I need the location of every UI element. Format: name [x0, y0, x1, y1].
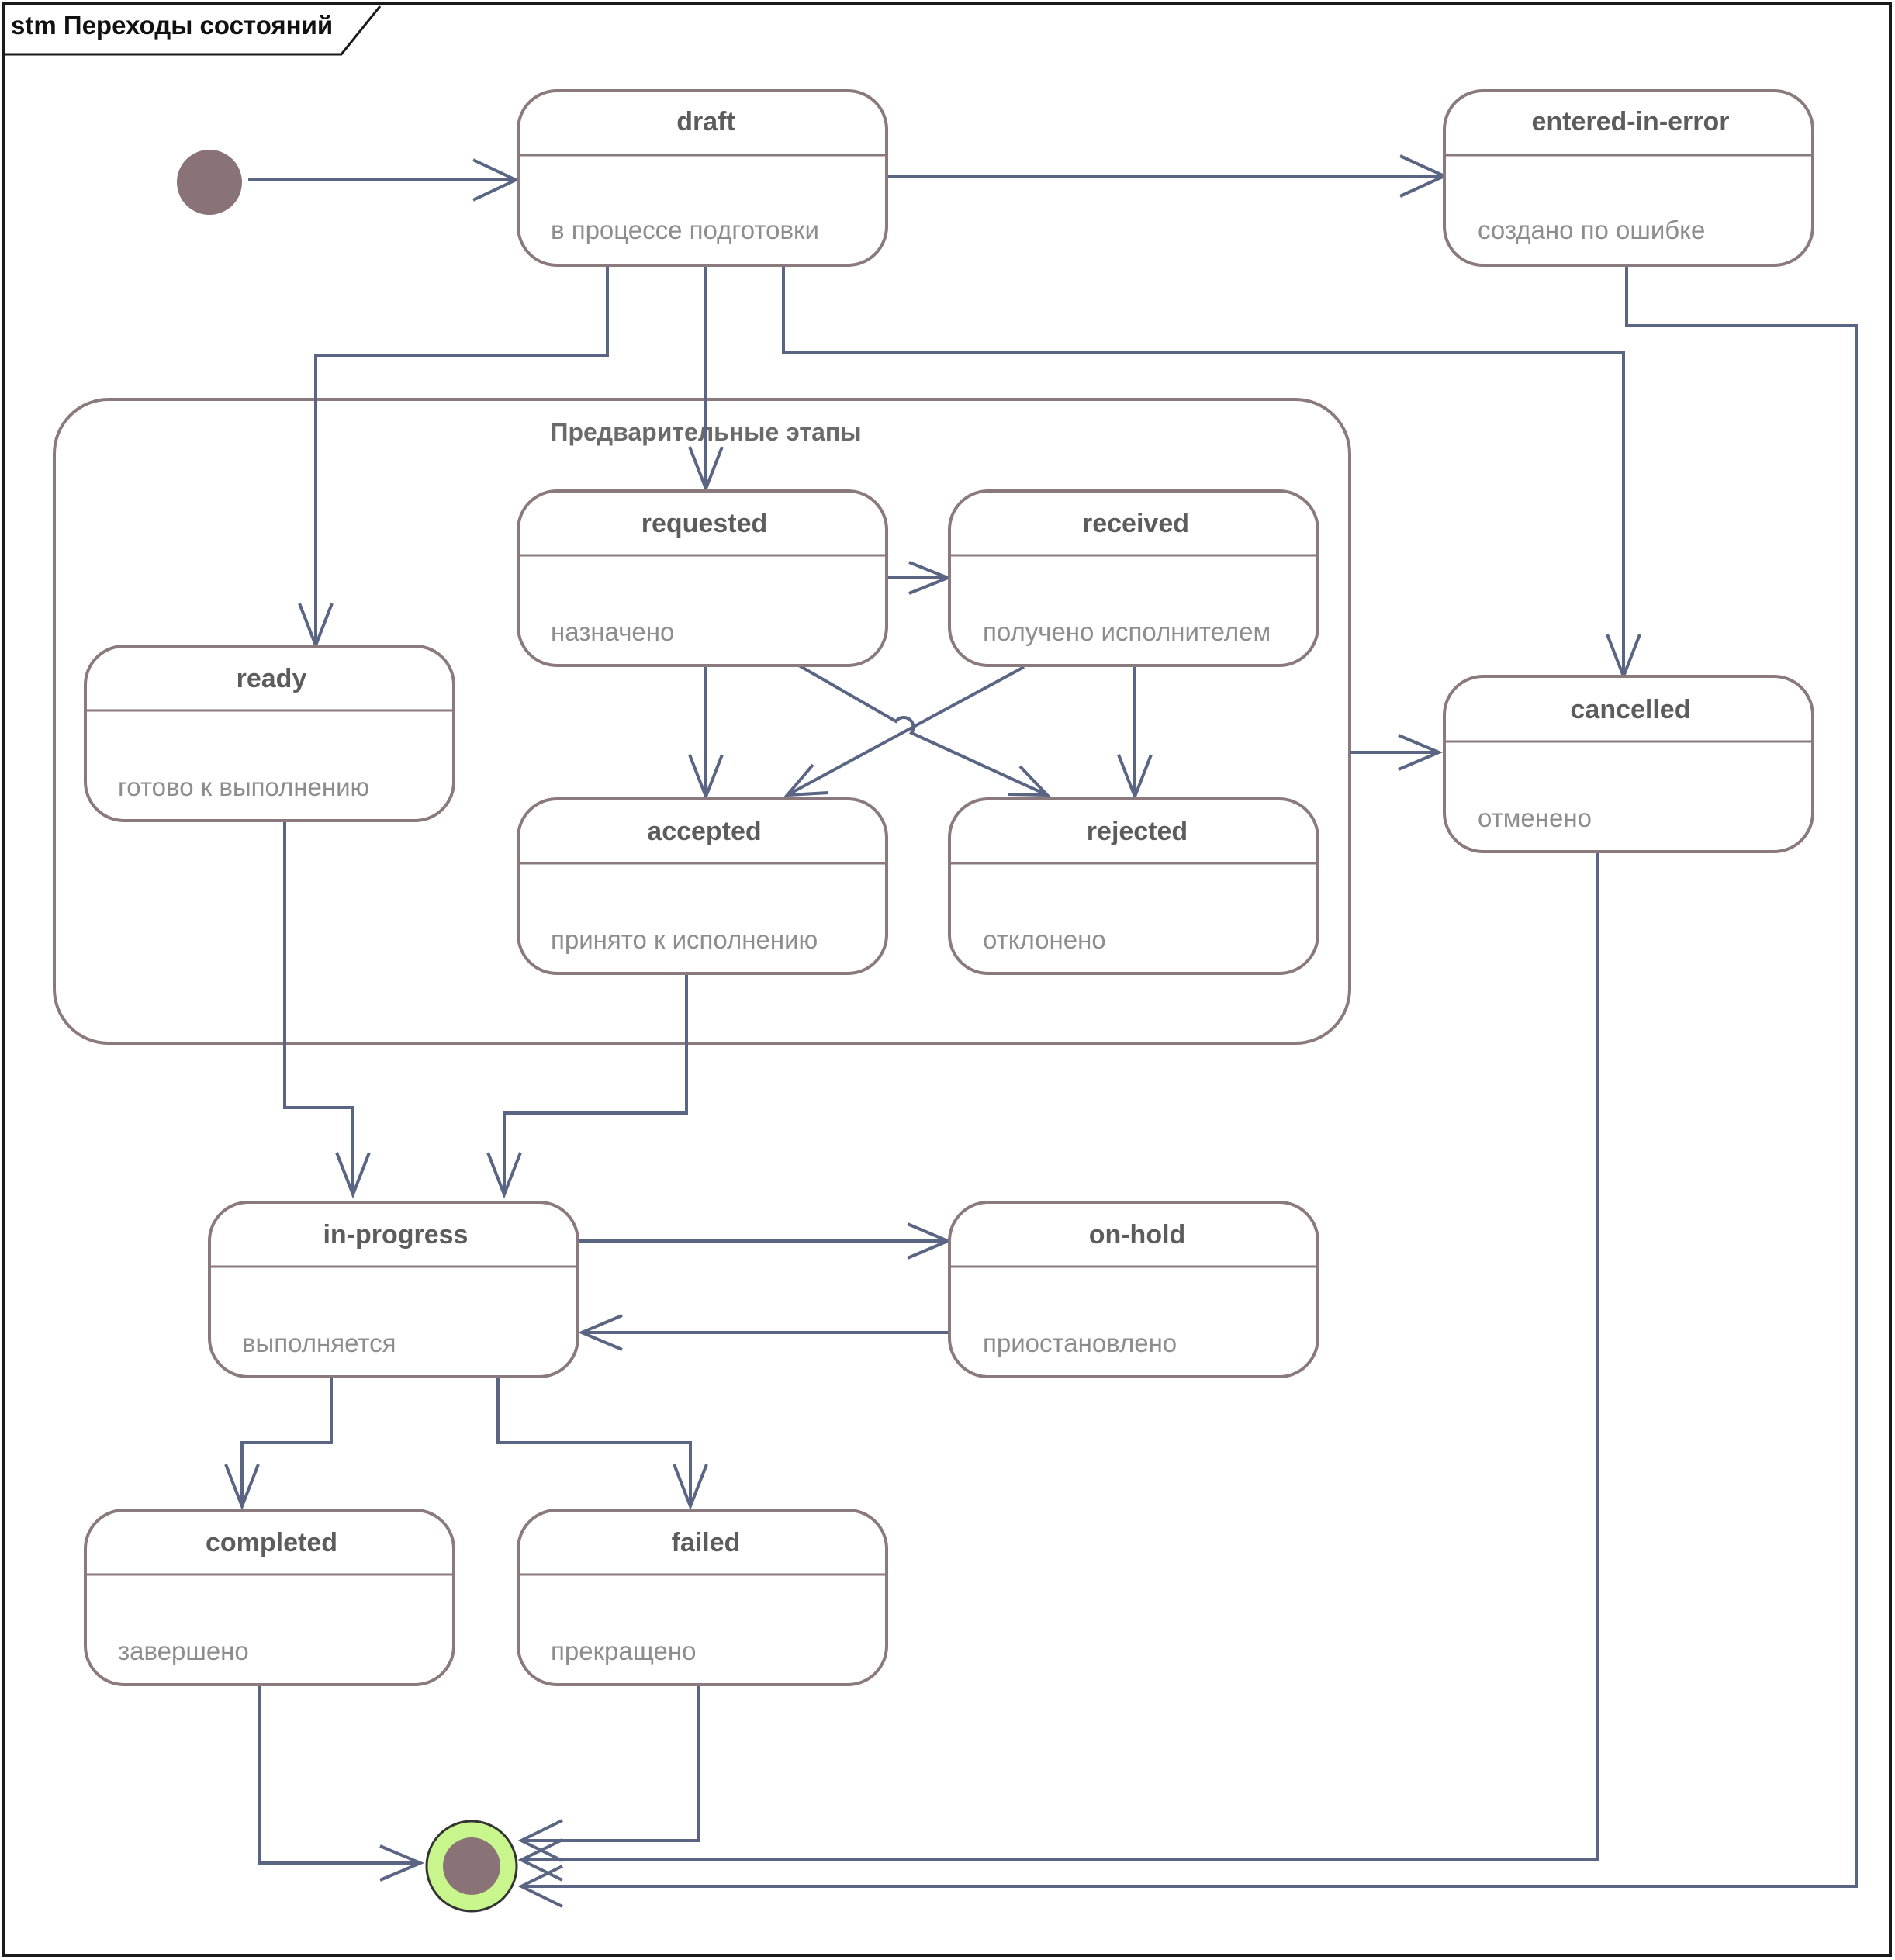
transition-cancelled-to-final: [521, 852, 1599, 1861]
state-entered-in-error[interactable]: entered-in-error создано по ошибке: [1443, 89, 1814, 267]
state-requested[interactable]: requested назначено: [517, 489, 888, 667]
state-box: [517, 797, 888, 975]
state-rejected[interactable]: rejected отклонено: [948, 797, 1319, 975]
transition-entered-in-error-to-final: [521, 265, 1858, 1888]
arrowhead: [688, 446, 724, 493]
state-name: received: [1082, 509, 1189, 538]
state-box: [517, 89, 888, 267]
state-completed[interactable]: completed завершено: [84, 1509, 455, 1686]
transition-completed-to-final: [258, 1685, 420, 1865]
transition-accepted-to-in-progress: [503, 973, 688, 1194]
state-name: in-progress: [323, 1220, 468, 1250]
transition-ready-to-in-progress: [283, 821, 354, 1194]
state-description: получено исполнителем: [983, 617, 1271, 646]
state-box: [517, 489, 888, 667]
state-name: cancelled: [1571, 695, 1691, 724]
state-box: [1443, 89, 1814, 267]
transition-in-progress-to-failed: [496, 1377, 692, 1506]
state-box: [1443, 675, 1814, 853]
arrowhead: [486, 1152, 522, 1199]
arrowhead: [577, 1314, 623, 1351]
state-name: entered-in-error: [1531, 107, 1729, 137]
state-ready[interactable]: ready готово к выполнению: [84, 645, 455, 822]
state-name: rejected: [1087, 817, 1188, 846]
state-box: [948, 1201, 1319, 1378]
region-preliminary-stages: [53, 398, 1351, 1045]
state-draft[interactable]: draft в процессе подготовки: [517, 89, 888, 267]
state-description: в процессе подготовки: [551, 216, 819, 244]
arrowhead: [688, 754, 724, 801]
state-description: завершено: [118, 1637, 249, 1665]
state-description: отклонено: [983, 925, 1106, 954]
state-accepted[interactable]: accepted принято к исполнению: [517, 797, 888, 975]
arrowhead: [472, 158, 520, 202]
transition-requested-to-rejected: [798, 664, 1048, 797]
state-name: completed: [206, 1528, 337, 1557]
state-description: принято к исполнению: [551, 925, 818, 954]
state-description: отменено: [1478, 804, 1592, 832]
state-received[interactable]: received получено исполнителем: [948, 489, 1319, 667]
state-box: [84, 645, 455, 822]
arrowhead: [783, 763, 829, 797]
transition-failed-to-final: [521, 1685, 700, 1842]
arrowhead: [517, 1819, 563, 1862]
transition-draft-to-ready: [314, 265, 609, 645]
transition-in-progress-to-completed: [240, 1377, 333, 1506]
state-box: [948, 797, 1319, 975]
state-name: ready: [237, 664, 307, 693]
arrowhead: [673, 1464, 708, 1511]
state-name: requested: [641, 509, 768, 538]
transitions: [240, 175, 1858, 1888]
state-description: назначено: [551, 617, 674, 646]
arrowhead: [1398, 734, 1444, 771]
state-description: приостановлено: [983, 1329, 1177, 1357]
state-on-hold[interactable]: on-hold приостановлено: [948, 1201, 1319, 1378]
arrowhead: [1117, 754, 1153, 801]
arrowhead: [224, 1464, 260, 1511]
state-box: [948, 489, 1319, 667]
state-box: [84, 1509, 455, 1686]
state-cancelled[interactable]: cancelled отменено: [1443, 675, 1814, 853]
state-name: draft: [676, 107, 735, 137]
state-name: on-hold: [1089, 1220, 1186, 1250]
state-failed[interactable]: failed прекращено: [517, 1509, 888, 1686]
arrowhead: [517, 1838, 563, 1882]
state-description: прекращено: [551, 1637, 696, 1665]
arrowhead: [1007, 765, 1051, 797]
state-description: создано по ошибке: [1478, 216, 1705, 244]
frame-tab: [3, 5, 382, 56]
state-box: [208, 1201, 579, 1378]
state-description: выполняется: [242, 1329, 396, 1357]
final-node: [425, 1820, 518, 1913]
state-in-progress[interactable]: in-progress выполняется: [208, 1201, 579, 1378]
state-name: accepted: [647, 817, 761, 846]
state-description: готово к выполнению: [118, 773, 369, 801]
state-box: [517, 1509, 888, 1686]
transition-received-to-accepted: [787, 665, 1025, 797]
frame-title: stm Переходы состояний: [11, 11, 333, 40]
transition-draft-to-cancelled: [782, 265, 1625, 676]
initial-node: [177, 150, 242, 215]
arrowhead: [379, 1844, 425, 1882]
final-node-dot: [443, 1837, 500, 1895]
arrowhead: [335, 1152, 371, 1199]
state-name: failed: [672, 1528, 741, 1557]
